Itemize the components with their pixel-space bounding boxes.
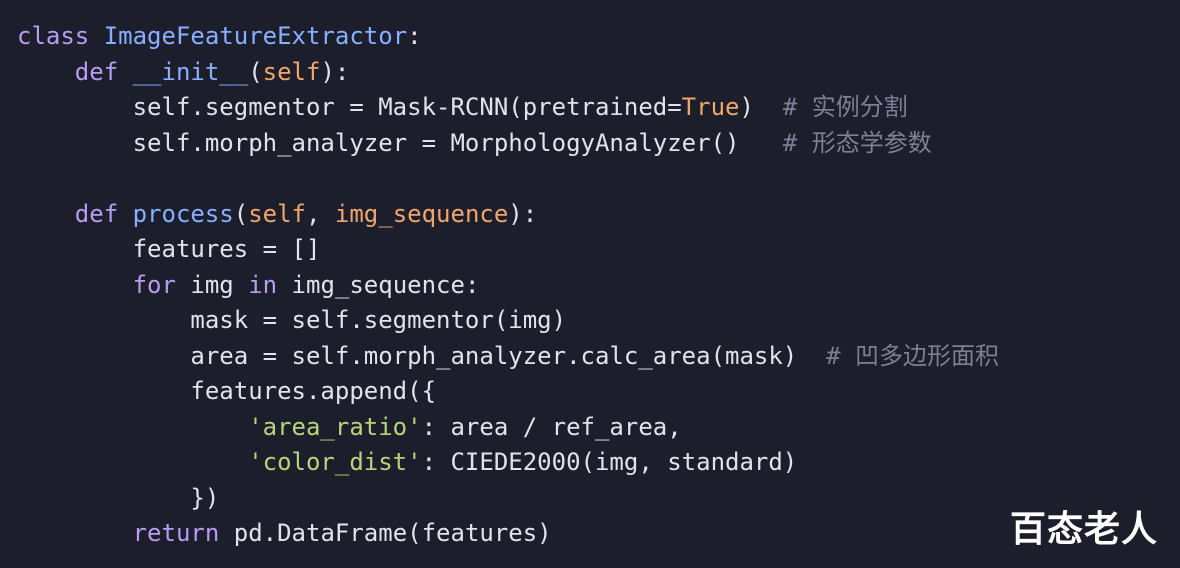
code-token: class <box>17 22 104 50</box>
code-token: ( <box>233 199 249 228</box>
code-token: : <box>407 22 422 50</box>
code-token <box>17 448 248 476</box>
code-token: return <box>132 519 234 547</box>
code-token: self.morph_analyzer = MorphologyAnalyzer… <box>17 128 783 157</box>
code-token: self <box>248 199 306 228</box>
watermark-text: 百态老人 <box>1009 509 1158 550</box>
code-token <box>17 519 133 547</box>
code-token: ): <box>320 57 350 86</box>
code-token: ): <box>508 199 538 228</box>
code-line: area = self.morph_analyzer.calc_area(mas… <box>17 339 999 375</box>
code-token: # 实例分割 <box>782 93 908 121</box>
code-token: process <box>132 199 234 228</box>
code-token: 'color_dist' <box>248 448 422 476</box>
code-line: self.morph_analyzer = MorphologyAnalyzer… <box>17 126 999 162</box>
code-line: def __init__(self): <box>17 55 999 91</box>
code-token: for <box>132 270 191 299</box>
code-token: ( <box>248 57 263 86</box>
code-token: def <box>74 57 133 86</box>
code-block: class ImageFeatureExtractor: def __init_… <box>17 19 999 552</box>
code-token: , <box>306 199 335 228</box>
code-line: return pd.DataFrame(features) <box>17 516 999 552</box>
code-token: True <box>681 93 740 121</box>
code-token: img <box>190 270 249 299</box>
code-token: mask = self.segmentor(img) <box>17 306 567 334</box>
code-line <box>17 161 999 197</box>
code-token: in <box>248 270 292 299</box>
code-token <box>17 58 75 86</box>
code-token: ImageFeatureExtractor <box>103 22 408 50</box>
code-token: self <box>262 57 321 86</box>
code-token: img_sequence <box>334 199 509 228</box>
code-token: self.segmentor = Mask-RCNN(pretrained= <box>17 93 682 121</box>
code-token: img_sequence: <box>291 270 480 299</box>
code-line: mask = self.segmentor(img) <box>17 303 999 339</box>
code-token: __init__ <box>132 57 249 86</box>
code-line: 'area_ratio': area / ref_area, <box>17 410 999 446</box>
code-token: 'area_ratio' <box>248 412 422 441</box>
code-line: features = [] <box>17 232 999 268</box>
code-token: # 形态学参数 <box>782 128 932 157</box>
code-token: : CIEDE2000(img, standard) <box>421 448 798 476</box>
code-token: ) <box>739 93 783 121</box>
code-token: def <box>74 199 133 228</box>
code-token: }) <box>17 483 220 512</box>
code-line: class ImageFeatureExtractor: <box>17 19 999 55</box>
code-token: area = self.morph_analyzer.calc_area(mas… <box>17 341 827 370</box>
code-token: : area / ref_area, <box>421 412 682 441</box>
code-token <box>17 271 133 299</box>
code-token: # 凹多边形面积 <box>826 341 1000 370</box>
code-token: pd.DataFrame(features) <box>233 519 552 547</box>
code-token: features = [] <box>17 235 321 263</box>
code-line: self.segmentor = Mask-RCNN(pretrained=Tr… <box>17 90 999 126</box>
code-token <box>17 413 248 441</box>
code-token: features.append({ <box>17 377 437 405</box>
code-line: 'color_dist': CIEDE2000(img, standard) <box>17 445 999 481</box>
code-line: for img in img_sequence: <box>17 268 999 304</box>
code-line: features.append({ <box>17 374 999 410</box>
code-line: }) <box>17 481 999 517</box>
code-line: def process(self, img_sequence): <box>17 197 999 233</box>
code-token <box>17 200 75 228</box>
